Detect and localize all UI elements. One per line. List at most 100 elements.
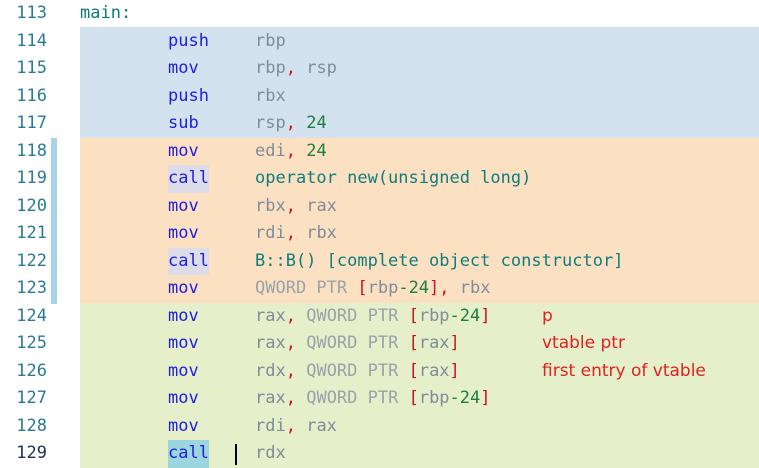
instruction-operands: rax, QWORD PTR [rbp-24]	[255, 385, 491, 413]
operand-token-reg: rdx	[255, 360, 286, 381]
operand-token-pun: ,	[439, 278, 450, 298]
line-number[interactable]: 119	[16, 168, 47, 188]
line-number[interactable]: 128	[16, 415, 47, 436]
instruction-mnemonic: mov	[168, 195, 199, 216]
line-number[interactable]: 123	[16, 278, 47, 298]
code-line[interactable]: push rbx	[80, 83, 759, 111]
operand-token-pun: [	[408, 360, 419, 381]
operand-token-ptr: QWORD PTR	[306, 360, 409, 381]
operand-token-reg: rdx	[255, 443, 286, 463]
line-number[interactable]: 117	[16, 113, 47, 133]
block-highlight-prologue	[80, 27, 759, 138]
instruction-operands: rbx	[255, 83, 286, 111]
instruction-mnemonic: call	[168, 247, 209, 275]
instruction-mnemonic: mov	[168, 388, 199, 408]
line-number-gutter[interactable]: 113 114 115 116 117 118 119 120 121 122 123 124 125 1…	[0, 0, 80, 468]
operand-token-pun: ,	[285, 140, 296, 161]
instruction-mnemonic: mov	[168, 278, 199, 298]
text-cursor	[235, 444, 237, 465]
operand-token-reg: rax	[295, 195, 337, 216]
operand-token-reg: rbp	[367, 278, 399, 298]
instruction-operands: B::B() [complete object constructor]	[255, 248, 623, 276]
operand-token-reg: rbx	[255, 85, 286, 106]
operand-token-pun: ,	[285, 415, 296, 436]
line-number[interactable]: 129	[16, 443, 47, 463]
line-number[interactable]: 115	[16, 58, 47, 78]
code-line[interactable]: mov rbx, rax	[80, 193, 759, 221]
instruction-mnemonic: push	[168, 85, 209, 106]
code-line[interactable]: call B::B() [complete object constructor]	[80, 247, 759, 276]
instruction-operands: rax, QWORD PTR [rbp-24]	[255, 303, 491, 331]
line-number[interactable]: 120	[16, 195, 47, 216]
operand-token-pun: ,	[285, 388, 296, 408]
operand-token-reg: rax	[255, 333, 286, 353]
operand-token-num: -24	[398, 278, 430, 298]
operand-token-num: 24	[306, 140, 327, 161]
line-number[interactable]: 121	[16, 223, 47, 243]
instruction-operands: rax, QWORD PTR [rax]	[255, 330, 460, 358]
code-line[interactable]: mov rax, QWORD PTR [rbp-24]	[80, 385, 759, 413]
operand-token-pun: [	[357, 278, 368, 298]
code-line[interactable]: mov QWORD PTR [rbp-24], rbx	[80, 275, 759, 303]
line-number[interactable]: 116	[16, 85, 47, 106]
operand-token-reg	[296, 113, 306, 133]
line-number[interactable]: 125	[16, 333, 47, 353]
line-number[interactable]: 127	[16, 388, 47, 408]
operand-token-reg: rax	[295, 415, 337, 436]
code-annotation: vtable ptr	[542, 333, 625, 353]
instruction-operands: operator new(unsigned long)	[255, 165, 531, 193]
operand-token-reg: rsp	[255, 113, 286, 133]
operand-token-reg: rax	[255, 388, 286, 408]
line-number[interactable]: 114	[16, 30, 47, 51]
operand-token-pun: ]	[429, 278, 440, 298]
operand-token-num: -24	[449, 388, 481, 408]
instruction-mnemonic: sub	[168, 113, 199, 133]
operand-token-pun: ]	[480, 305, 491, 326]
instruction-operands: rbp, rsp	[255, 55, 337, 83]
line-number[interactable]: 122	[16, 250, 47, 271]
operand-token-reg: rbx	[449, 278, 491, 298]
operand-token-pun: ,	[285, 58, 296, 78]
line-number[interactable]: 126	[16, 360, 47, 381]
operand-token-num: 24	[306, 113, 327, 133]
line-number[interactable]: 124	[16, 305, 47, 326]
code-line[interactable]: main:	[80, 0, 759, 28]
operand-token-pun: [	[408, 388, 419, 408]
operand-token-pun: ,	[285, 223, 296, 243]
operand-token-pun: ,	[285, 195, 296, 216]
operand-token-reg: rbp	[255, 58, 286, 78]
operand-token-pun: ]	[449, 360, 460, 381]
instruction-mnemonic: mov	[168, 415, 199, 436]
operand-token-sym: B::B() [complete object constructor]	[255, 250, 624, 271]
instruction-operands: rbx, rax	[255, 193, 337, 221]
operand-token-ptr: QWORD PTR	[306, 305, 409, 326]
code-annotation: p	[542, 305, 553, 326]
operand-token-reg: edi	[255, 140, 286, 161]
operand-token-ptr: QWORD PTR	[255, 278, 358, 298]
operand-token-pun: ,	[285, 305, 296, 326]
instruction-operands: rdi, rbx	[255, 220, 337, 248]
line-number[interactable]: 113	[16, 3, 47, 23]
operand-token-reg: rax	[418, 333, 450, 353]
instruction-operands: QWORD PTR [rbp-24], rbx	[255, 275, 491, 303]
operand-token-pun: ]	[449, 333, 460, 353]
instruction-mnemonic: push	[168, 30, 209, 51]
line-number[interactable]: 118	[16, 140, 47, 161]
change-marker-bar	[51, 138, 57, 304]
operand-token-num: -24	[449, 305, 481, 326]
operand-token-pun: [	[408, 305, 419, 326]
instruction-operands: rdx	[255, 440, 286, 468]
operand-token-reg: rax	[255, 305, 286, 326]
